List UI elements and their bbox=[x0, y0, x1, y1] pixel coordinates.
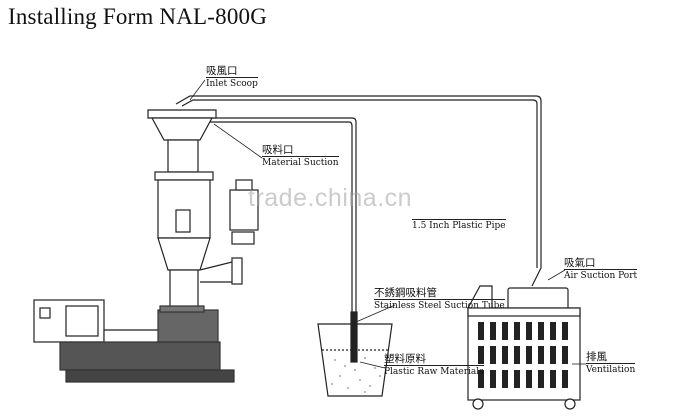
loader-top bbox=[147, 109, 217, 119]
ventilation-label: 排風 Ventilation bbox=[586, 351, 636, 375]
air-suction-port-label: 吸氣口 Air Suction Port bbox=[564, 257, 638, 281]
raw-materials-label: 塑料原料 Plastic Raw Materials bbox=[384, 353, 484, 377]
material-suction-label: 吸料口 Material Suction bbox=[262, 144, 339, 168]
page-title: Installing Form NAL-800G bbox=[8, 4, 268, 29]
material-pipe bbox=[205, 117, 357, 312]
suction-tube-label: 不銹鋼吸料管 Stainless Steel Suction Tube bbox=[374, 287, 505, 311]
plastic-pipe-label: 1.5 Inch Plastic Pipe bbox=[412, 219, 506, 231]
air-suction-pipe bbox=[175, 95, 542, 287]
inlet-scoop-label: 吸風口 Inlet Scoop bbox=[206, 65, 258, 89]
watermark: trade.china.cn bbox=[248, 184, 413, 212]
